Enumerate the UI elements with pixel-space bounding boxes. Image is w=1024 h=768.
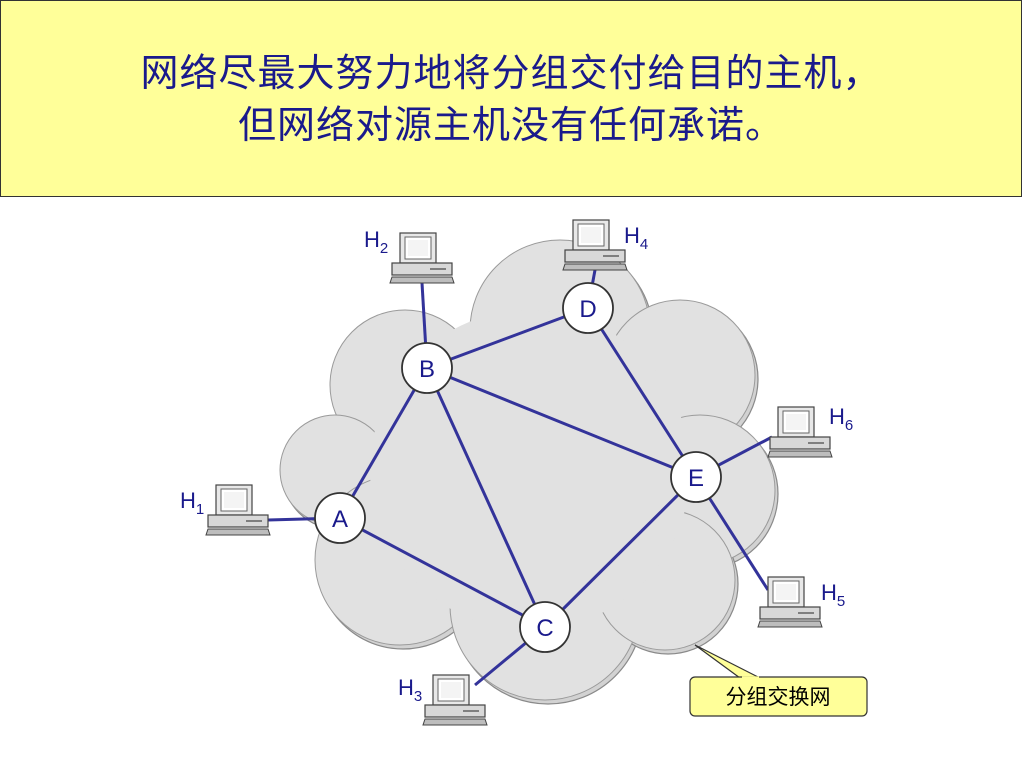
host-label-H6: H6	[829, 404, 853, 434]
host-label-H5: H5	[821, 580, 845, 610]
link-B-C	[425, 367, 547, 628]
link-B-A	[338, 367, 429, 519]
links	[267, 269, 773, 687]
node-A[interactable]: A	[314, 492, 366, 544]
host-H2[interactable]	[389, 232, 455, 284]
node-label-E: E	[688, 465, 704, 492]
host-H5[interactable]	[757, 576, 823, 628]
node-D[interactable]: D	[562, 282, 614, 334]
callout-packet-switched-network: 分组交换网	[689, 644, 868, 717]
host-label-H4: H4	[624, 223, 648, 253]
host-H6[interactable]	[767, 406, 833, 458]
link-B-D	[426, 306, 589, 370]
title-banner: 网络尽最大努力地将分组交付给目的主机， 但网络对源主机没有任何承诺。	[0, 0, 1022, 197]
host-label-H1: H1	[180, 488, 204, 518]
callout-label: 分组交换网	[726, 685, 831, 709]
host-H1[interactable]	[205, 484, 271, 536]
node-C[interactable]: C	[519, 601, 571, 653]
node-label-D: D	[579, 296, 596, 323]
link-D-E	[586, 307, 698, 478]
host-label-H3: H3	[398, 675, 422, 705]
node-label-C: C	[536, 615, 553, 642]
node-label-A: A	[332, 506, 348, 533]
link-B-E	[426, 366, 697, 479]
node-B[interactable]: B	[401, 342, 453, 394]
host-label-H2: H2	[364, 227, 388, 257]
link-A-C	[339, 516, 546, 629]
title-line-1: 网络尽最大努力地将分组交付给目的主机，	[140, 50, 882, 95]
link-C-E	[543, 475, 698, 629]
host-H4[interactable]	[562, 219, 628, 271]
node-E[interactable]: E	[670, 451, 722, 503]
title-line-2: 但网络对源主机没有任何承诺。	[237, 102, 784, 147]
node-label-B: B	[419, 356, 435, 383]
